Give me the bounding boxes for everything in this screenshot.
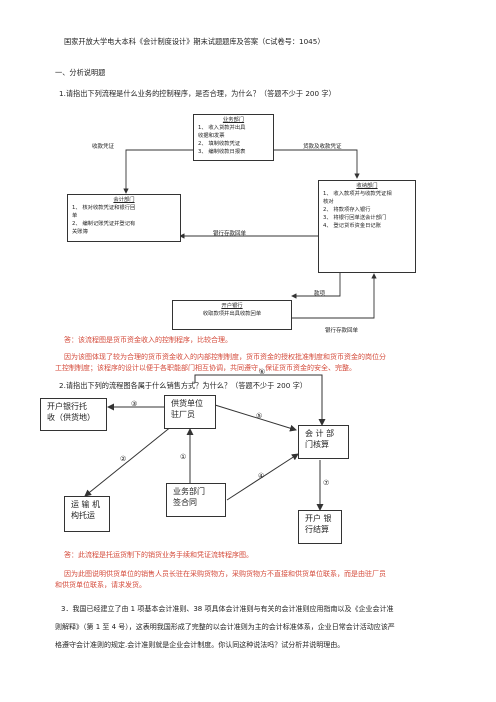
step-2-label: ② <box>120 455 127 463</box>
arrow-step-2 <box>84 425 173 497</box>
cashier-dept-title: 收纳部门 <box>356 183 378 189</box>
bank-title: 开户银行 <box>221 303 243 309</box>
step-6-label: ⑥ <box>259 368 266 376</box>
bank-collect-box: 开户银行托 收（供货地） <box>40 398 107 431</box>
sales-dept-line: 业务部门 <box>173 487 205 496</box>
supplier-rep-box: 供货单位 驻厂员 <box>164 395 216 429</box>
label-bank-slip: 银行存款回单 <box>213 231 247 237</box>
step-5-label: ⑤ <box>256 412 263 420</box>
question-3-line: 格遵守会计准则的规定.会计准则就是企业会计制度。你认同这种说法吗？试分析并说明理… <box>55 641 345 649</box>
cashier-dept-box: 收纳部门 1、 收入款项并与收款凭证相 核对 2、 将款项存入银行 3、 将银行… <box>318 180 416 273</box>
answer-2: 答：此流程是托运货制下的销货业务手续和凭证流转程序图。 <box>64 551 253 559</box>
cashier-dept-line: 3、 将银行回单送会计部门 <box>323 214 387 221</box>
business-dept-line: 收据和发票 <box>198 132 225 139</box>
transport-line: 运 输 机 <box>71 500 101 509</box>
accounting-dept-line: 关账簿 <box>72 228 88 235</box>
answer-1: 答：该流程图是货币资金收入的控制程序，比较合理。 <box>64 336 232 344</box>
accounting-dept-box: 会计部门 1、 核对收款凭证和银行回 单 2、 编制记账凭证并登记有 关账簿 <box>67 194 181 242</box>
explanation-1-line: 工控制制度；该程序的设计以便于各职能部门相互协调，共同遵守，保证货币资金的安全、… <box>55 364 356 372</box>
label-funds: 款项 <box>314 291 326 297</box>
step-3-label: ③ <box>131 400 138 408</box>
bank-settle-line: 开户 银 <box>305 514 332 523</box>
accounting-line: 会 计 部 <box>305 429 335 438</box>
business-dept-line: 2、 填制收款凭证 <box>198 140 241 147</box>
arrow-step-6 <box>194 374 326 426</box>
section-heading: 一、分析说明题 <box>55 68 106 77</box>
supplier-rep-line: 驻厂员 <box>171 409 195 419</box>
bank-settle-line: 行结算 <box>305 524 329 534</box>
explanation-2-line: 和供货单位联系，请求发货。 <box>55 581 146 589</box>
business-dept-title: 业务部门 <box>222 117 245 123</box>
bank-line: 收取款项并出具收款回单 <box>202 310 262 317</box>
arrow-step-5 <box>214 404 297 432</box>
accounting-dept-line: 1、 核对收款凭证和银行回 <box>72 204 136 211</box>
supplier-rep-line: 供货单位 <box>171 399 203 408</box>
sales-dept-line: 签合同 <box>173 497 197 507</box>
bank-box: 开户银行 收取款项并出具收款回单 <box>172 300 292 330</box>
step-7-label: ⑦ <box>323 479 330 487</box>
cashier-dept-line: 1、 收入款项并与收款凭证相 <box>323 190 392 197</box>
transport-line: 构托运 <box>71 510 95 520</box>
question-3-line: 则解释》（第 1 至 4 号），这表明我国形成了完整的以会计准则为主的会计标准体… <box>55 623 395 631</box>
arrow-bank-slip-2 <box>292 273 377 319</box>
label-payment-voucher: 货款及收款凭证 <box>303 144 342 150</box>
business-dept-line: 3、 编制收款日报表 <box>198 148 246 155</box>
transport-box: 运 输 机 构托运 <box>64 496 110 532</box>
step-4-label: ④ <box>258 472 265 480</box>
arrow-funds <box>291 272 341 299</box>
explanation-2-line: 因为此图说明供货单位的销售人员长驻在采购货物方，采购货物方不直接和供货单位联系，… <box>64 570 386 578</box>
accounting-dept-title: 会计部门 <box>113 197 135 203</box>
arrow-payment-voucher <box>273 149 360 179</box>
accounting-line: 门核算 <box>305 439 329 449</box>
question-2: 2.请指出下列的流程图各属于什么销售方式？为什么？（答题不少于 200 字） <box>59 381 307 390</box>
bank-collect-line: 开户银行托 <box>47 402 87 411</box>
sales-dept-box: 业务部门 签合同 <box>166 483 226 517</box>
accounting-dept-line: 2、 编制记账凭证并登记有 <box>72 220 136 227</box>
arrow-receipt-voucher <box>123 149 194 194</box>
question-1: 1.请指出下列流程是什么业务的控制程序，是否合理，为什么？（答题不少于 200 … <box>59 89 336 98</box>
arrow-step-4 <box>226 453 299 501</box>
question-3-line: 3．我国已经建立了由 1 项基本会计准则、38 项具体会计准则与有关的会计准则应… <box>61 605 394 613</box>
cashier-dept-line: 核对 <box>323 198 334 205</box>
accounting-dept-line: 单 <box>72 212 78 219</box>
business-dept-box: 业务部门 1、 收入货款并出具 收据和发票 2、 填制收款凭证 3、 编制收款日… <box>193 114 274 161</box>
step-1-label: ① <box>180 453 187 461</box>
explanation-1-line: 因为该图体现了较为合理的货币资金收入的内部控制制度，货币资金的授权批准制度和货币… <box>64 353 386 361</box>
label-receipt-voucher: 收款凭证 <box>92 144 115 150</box>
cashier-dept-line: 2、 将款项存入银行 <box>323 206 371 213</box>
business-dept-line: 1、 收入货款并出具 <box>198 124 246 131</box>
document-title: 国家开放大学电大本科《会计制度设计》期末试题题库及答案（C试卷号：1045） <box>64 37 325 46</box>
label-bank-slip-2: 银行存款回单 <box>325 328 359 334</box>
bank-settle-box: 开户 银 行结算 <box>298 510 342 544</box>
accounting-box: 会 计 部 门核算 <box>298 425 349 459</box>
cashier-dept-line: 4、 登记货币资金日记账 <box>323 222 382 229</box>
bank-collect-line: 收（供货地） <box>47 412 95 422</box>
